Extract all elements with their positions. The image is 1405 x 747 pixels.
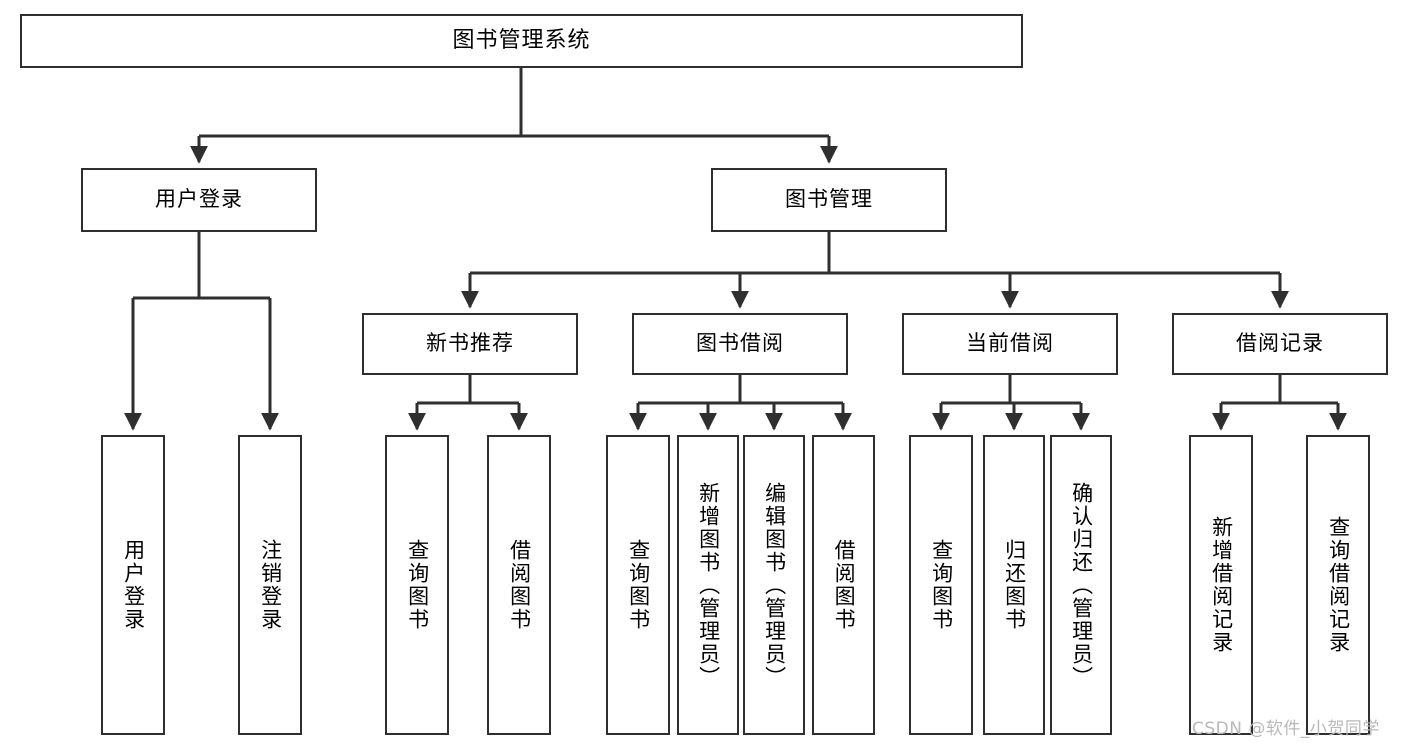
- leaf-label: 归还图书: [1002, 539, 1027, 631]
- leaf-query-book-current[interactable]: 查询图书: [909, 435, 973, 735]
- leaf-query-book-newbook[interactable]: 查询图书: [385, 435, 449, 735]
- node-user-login[interactable]: 用户登录: [81, 168, 317, 232]
- leaf-confirm-return-admin[interactable]: 确认归还（管理员）: [1050, 435, 1112, 735]
- leaf-borrow-book-newbook[interactable]: 借阅图书: [487, 435, 551, 735]
- node-book-management[interactable]: 图书管理: [711, 168, 947, 232]
- leaf-label: 借阅图书: [832, 539, 857, 631]
- node-new-book-recommend[interactable]: 新书推荐: [362, 313, 578, 375]
- leaf-label: 新增图书（管理员）: [696, 481, 721, 689]
- leaf-label: 查询图书: [405, 539, 430, 631]
- node-current-borrow[interactable]: 当前借阅: [902, 313, 1118, 375]
- leaf-add-book-admin[interactable]: 新增图书（管理员）: [677, 435, 739, 735]
- leaf-add-borrow-record[interactable]: 新增借阅记录: [1189, 435, 1253, 735]
- node-root-system[interactable]: 图书管理系统: [20, 14, 1023, 68]
- leaf-label: 注销登录: [258, 539, 283, 631]
- leaf-label: 查询图书: [626, 539, 651, 631]
- leaf-label: 查询借阅记录: [1326, 516, 1351, 654]
- leaf-label: 新增借阅记录: [1209, 516, 1234, 654]
- leaf-lend-book[interactable]: 借阅图书: [812, 435, 875, 735]
- leaf-user-login[interactable]: 用户登录: [101, 435, 165, 735]
- node-borrow-record[interactable]: 借阅记录: [1172, 313, 1388, 375]
- leaf-label: 确认归还（管理员）: [1069, 481, 1094, 689]
- leaf-label: 编辑图书（管理员）: [762, 481, 787, 689]
- csdn-watermark: CSDN @软件_小贺同学: [1192, 719, 1380, 739]
- leaf-label: 用户登录: [121, 539, 146, 631]
- leaf-logout[interactable]: 注销登录: [238, 435, 302, 735]
- leaf-query-borrow-record[interactable]: 查询借阅记录: [1306, 435, 1370, 735]
- node-book-borrow[interactable]: 图书借阅: [632, 313, 848, 375]
- leaf-return-book[interactable]: 归还图书: [983, 435, 1045, 735]
- leaf-label: 借阅图书: [507, 539, 532, 631]
- leaf-edit-book-admin[interactable]: 编辑图书（管理员）: [743, 435, 805, 735]
- leaf-label: 查询图书: [929, 539, 954, 631]
- leaf-query-book-borrow[interactable]: 查询图书: [606, 435, 670, 735]
